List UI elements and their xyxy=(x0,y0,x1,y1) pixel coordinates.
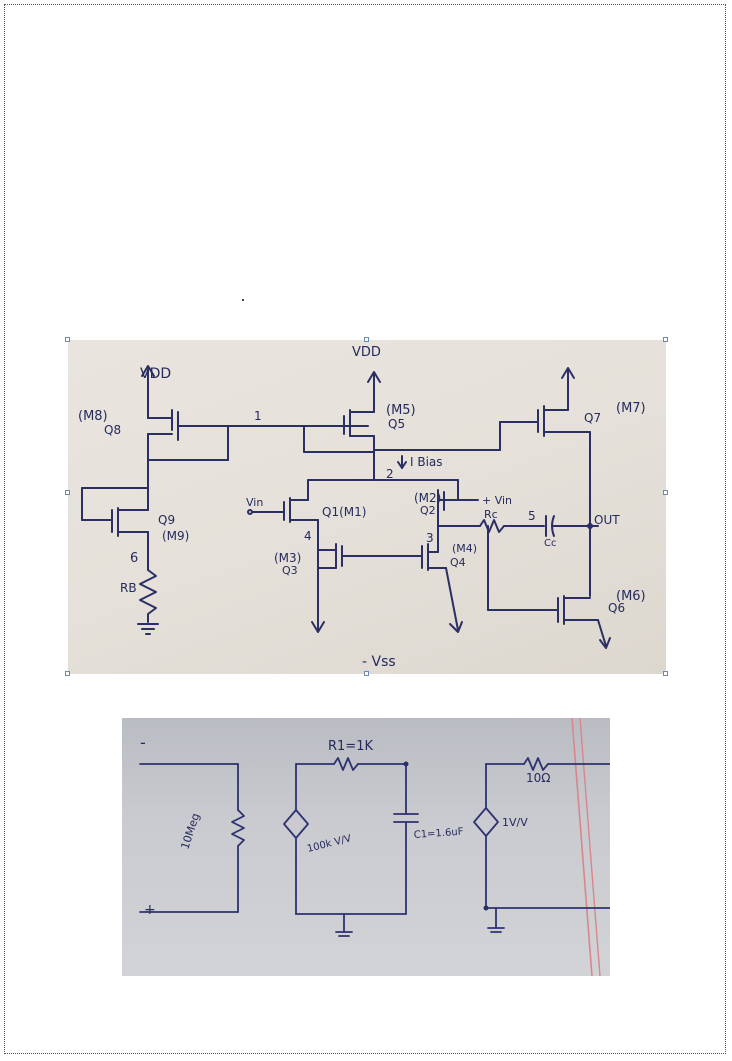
label-q4: Q4 xyxy=(450,556,466,569)
label-q6: Q6 xyxy=(608,601,625,615)
label-r1: R1=1K xyxy=(328,739,373,754)
label-c1: C1=1.6uF xyxy=(413,827,464,841)
label-rc: Rc xyxy=(484,508,498,521)
dependent-source-2 xyxy=(473,807,499,837)
label-gain1: 100k V/V xyxy=(306,833,353,855)
label-node6: 6 xyxy=(130,551,138,566)
resize-handle[interactable] xyxy=(65,671,70,676)
arrow xyxy=(561,367,575,379)
schematic-image[interactable]: VDD VDD (M8) Q8 1 (M5) Q5 (M7) Q7 2 I Bi… xyxy=(68,340,666,674)
arrow xyxy=(141,365,155,377)
resistor-rb xyxy=(139,569,157,623)
label-r-out: 10Ω xyxy=(526,771,550,785)
model-drawing: - + 10Meg R1=1K 100k V/V C1=1.6uF 10Ω 1V… xyxy=(139,718,610,976)
label-vss: - Vss xyxy=(362,654,396,670)
label-cc: Cc xyxy=(544,538,556,549)
label-q2: Q2 xyxy=(420,504,436,517)
page-border xyxy=(4,4,726,1054)
label-m8: (M8) xyxy=(78,409,108,424)
label-gain2: 1V/V xyxy=(502,816,528,829)
label-r-in: 10Meg xyxy=(178,811,202,850)
schematic-drawing: VDD VDD (M8) Q8 1 (M5) Q5 (M7) Q7 2 I Bi… xyxy=(78,345,646,670)
label-vdd-left: VDD xyxy=(140,366,171,382)
arrow xyxy=(449,621,463,633)
paper-margin-line xyxy=(579,718,601,976)
label-node3: 3 xyxy=(426,531,434,545)
resistor-rc xyxy=(479,519,505,533)
dependent-source-1 xyxy=(283,809,309,839)
label-vin-right: + Vin xyxy=(482,494,512,507)
label-rb: RB xyxy=(120,581,137,595)
resize-handle[interactable] xyxy=(364,337,369,342)
label-plus: + xyxy=(144,902,156,918)
resistor-input xyxy=(231,809,245,847)
label-out: OUT xyxy=(594,513,620,527)
model-image[interactable]: - + 10Meg R1=1K 100k V/V C1=1.6uF 10Ω 1V… xyxy=(122,718,610,976)
resize-handle[interactable] xyxy=(663,337,668,342)
label-m5: (M5) xyxy=(386,403,416,418)
label-q8: Q8 xyxy=(104,423,121,437)
terminal xyxy=(247,509,253,515)
resize-handle[interactable] xyxy=(663,490,668,495)
label-ibias: I Bias xyxy=(410,455,443,469)
label-q7: Q7 xyxy=(584,411,601,425)
label-m3: (M3) xyxy=(274,551,301,565)
label-node4: 4 xyxy=(304,529,312,543)
arrow xyxy=(311,621,325,633)
label-m4: (M4) xyxy=(452,542,477,555)
label-m7: (M7) xyxy=(616,401,646,416)
paper-margin-line xyxy=(571,718,593,976)
resistor-r1 xyxy=(333,757,359,771)
resize-handle[interactable] xyxy=(364,671,369,676)
resistor-out xyxy=(523,757,549,771)
label-m2: (M2) xyxy=(414,491,441,505)
ibias-arrow xyxy=(397,461,407,469)
resize-handle[interactable] xyxy=(65,490,70,495)
wire xyxy=(445,567,459,631)
label-m6: (M6) xyxy=(616,589,646,604)
node xyxy=(483,905,489,911)
label-vdd-top: VDD xyxy=(352,345,381,360)
label-q9: Q9 xyxy=(158,513,175,527)
label-node2: 2 xyxy=(386,467,394,481)
label-m9: (M9) xyxy=(162,529,189,543)
stray-mark xyxy=(242,299,244,301)
label-q3: Q3 xyxy=(282,564,298,577)
resize-handle[interactable] xyxy=(663,671,668,676)
label-minus: - xyxy=(140,733,146,752)
label-q1m1: Q1(M1) xyxy=(322,505,366,519)
label-vin-left: Vin xyxy=(246,496,263,509)
label-q5: Q5 xyxy=(388,417,405,431)
wire xyxy=(597,619,607,647)
arrow xyxy=(599,637,611,649)
label-node1: 1 xyxy=(254,409,262,423)
label-node5: 5 xyxy=(528,509,536,523)
arrow xyxy=(367,371,381,383)
resize-handle[interactable] xyxy=(65,337,70,342)
